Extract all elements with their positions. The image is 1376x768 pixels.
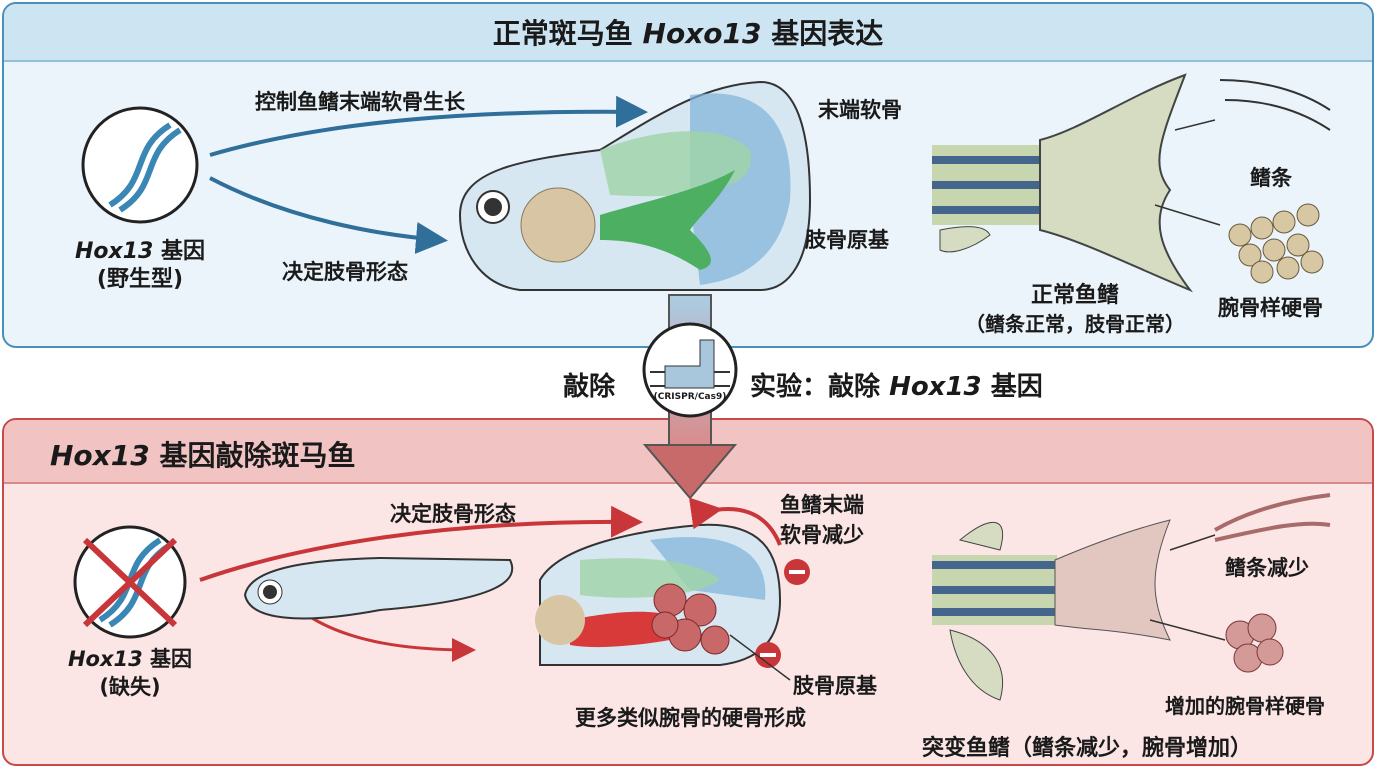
crispr-icon xyxy=(642,322,738,418)
arrow-limb xyxy=(209,176,448,254)
normal-fin-embryo xyxy=(458,80,812,291)
knockout-label: 敲除 xyxy=(563,372,616,402)
gene-label-wildtype: Hox13 基因(野生型) xyxy=(74,239,206,292)
normal-fin-illustration xyxy=(932,73,1331,293)
crispr-label: (CRISPR/Cas9) xyxy=(653,392,727,402)
arrow-red-small xyxy=(299,608,476,662)
mutant-fin-caption: 突变鱼鳍（鳍条减少，腕骨增加） xyxy=(922,736,1253,761)
label-rays-reduced: 鳍条减少 xyxy=(1225,556,1309,580)
dna-icon xyxy=(81,106,199,224)
gene-label-deleted: Hox13 基因(缺失) xyxy=(67,647,193,699)
label-fin-rays: 鳍条 xyxy=(1250,166,1292,190)
label-more-bone: 更多类似腕骨的硬骨形成 xyxy=(575,706,806,730)
arrow-label-distal: 控制鱼鳍末端软骨生长 xyxy=(255,90,465,114)
mutant-fin-illustration xyxy=(932,493,1331,701)
arrow-label-limb-red: 决定肢骨形态 xyxy=(390,502,516,526)
label-distal-cartilage: 末端软骨 xyxy=(818,98,902,122)
arrow-limb-red xyxy=(199,505,643,582)
normal-fin-caption: 正常鱼鳍（鳍条正常，肢骨正常） xyxy=(965,283,1185,336)
label-limb-primordium: 肢骨原基 xyxy=(805,228,889,252)
label-distal-reduced: 鱼鳍末端软骨减少 xyxy=(780,493,864,547)
label-wrist-bone: 腕骨样硬骨 xyxy=(1218,296,1323,320)
bottom-panel-title: Hox13 基因敲除斑马鱼 xyxy=(50,439,356,472)
label-limb-primordium-red: 肢骨原基 xyxy=(793,674,877,698)
knockout-larva xyxy=(243,556,514,620)
top-panel-title: 正常斑马鱼 Hoxo13 基因表达 xyxy=(492,17,884,50)
experiment-label: 实验：敲除 Hox13 基因 xyxy=(750,372,1043,402)
arrow-distal xyxy=(209,95,648,157)
panel-header xyxy=(4,4,1372,62)
arrow-label-limb: 决定肢骨形态 xyxy=(282,260,408,284)
label-wrist-increased: 增加的腕骨样硬骨 xyxy=(1165,694,1325,718)
knockout-fin-embryo xyxy=(535,497,810,681)
dna-crossed-icon xyxy=(73,525,187,639)
